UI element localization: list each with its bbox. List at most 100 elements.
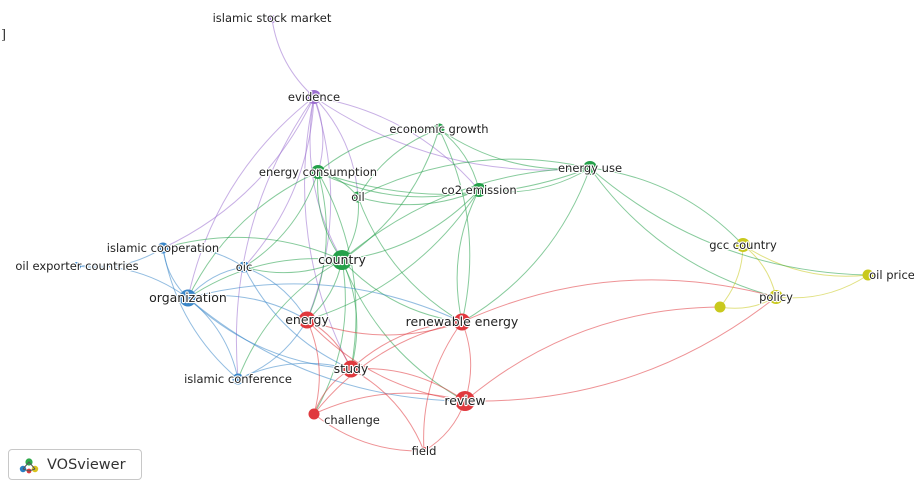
- node-evidence[interactable]: [307, 90, 321, 104]
- label-islamic-stock-market: islamic stock market: [213, 11, 332, 25]
- link-gcc-country-oil-price: [742, 244, 869, 277]
- node-policy[interactable]: [769, 290, 783, 304]
- link-organization-renewable-energy: [187, 283, 463, 323]
- link-oil-co2-emission: [357, 189, 480, 206]
- link-economic-growth-energy-consumption: [317, 128, 440, 173]
- link-country-review: [341, 259, 466, 402]
- node-renewable-energy[interactable]: [453, 313, 471, 331]
- label-oic: oic: [236, 260, 253, 274]
- link-energy-use-oil-price: [589, 167, 869, 276]
- node-energy[interactable]: [298, 311, 316, 329]
- link-renewable-energy-challenge: [313, 321, 463, 415]
- edge-layer: [76, 18, 869, 452]
- link-evidence-study: [304, 96, 352, 370]
- node-oil-exporter-countries[interactable]: [73, 262, 81, 270]
- label-challenge: challenge: [324, 413, 380, 427]
- label-evidence: evidence: [288, 90, 340, 104]
- link-organization-islamic-conference: [187, 297, 239, 380]
- link-oil-exporter-countries-organization: [76, 265, 189, 299]
- label-country: country: [318, 252, 366, 267]
- node-country[interactable]: [332, 250, 352, 270]
- node-islamic-cooperation[interactable]: [157, 242, 169, 254]
- link-organization-review: [187, 297, 466, 402]
- node-gcc-country[interactable]: [736, 238, 750, 252]
- node-field[interactable]: [420, 447, 428, 455]
- link-energy-consumption-energy-use: [317, 167, 591, 196]
- node-co2-emission[interactable]: [472, 183, 486, 197]
- label-policy: policy: [759, 290, 793, 304]
- link-challenge-field: [313, 413, 425, 452]
- link-organization-energy: [187, 294, 308, 321]
- link-islamic-conference-energy: [237, 319, 308, 380]
- node-islamic-conference[interactable]: [232, 373, 244, 385]
- link-energy-consumption-co2-emission: [317, 171, 480, 198]
- node-energy-consumption[interactable]: [311, 165, 325, 179]
- vosviewer-brand-name: VOSviewer: [47, 456, 126, 473]
- link-co2-emission-energy: [306, 189, 480, 321]
- node-yellow-unlabeled[interactable]: [714, 301, 726, 313]
- link-study-field: [350, 368, 425, 452]
- link-energy-renewable-energy: [306, 319, 463, 336]
- link-islamic-stock-market-evidence: [271, 18, 315, 98]
- crop-mark: ]: [1, 28, 7, 43]
- vosviewer-logo-icon: [19, 457, 39, 473]
- link-economic-growth-oil: [357, 128, 440, 198]
- link-energy-consumption-oic: [243, 171, 319, 268]
- link-evidence-oic: [243, 96, 315, 268]
- label-layer: islamic stock market evidence economic gro…: [14, 10, 914, 459]
- node-islamic-stock-market[interactable]: [268, 15, 276, 23]
- link-energy-use-gcc-country: [589, 167, 744, 246]
- link-country-challenge: [313, 259, 346, 415]
- node-economic-growth[interactable]: [433, 123, 445, 135]
- node-challenge[interactable]: [308, 408, 320, 420]
- link-study-review: [350, 368, 466, 402]
- node-organization[interactable]: [179, 289, 197, 307]
- link-energy-review: [306, 319, 466, 402]
- link-islamic-cooperation-oic: [162, 246, 245, 268]
- link-oil-renewable-energy: [357, 196, 463, 323]
- link-energy-consumption-study: [317, 171, 357, 370]
- link-evidence-islamic-conference: [235, 96, 315, 380]
- node-oic[interactable]: [238, 261, 250, 273]
- link-country-renewable-energy: [341, 259, 463, 323]
- link-islamic-cooperation-oil-exporter-countries: [76, 247, 164, 268]
- link-renewable-energy-policy: [461, 279, 777, 323]
- node-study[interactable]: [342, 360, 360, 378]
- link-country-islamic-cooperation: [162, 236, 343, 261]
- node-review[interactable]: [455, 391, 475, 411]
- link-co2-emission-renewable-energy: [456, 189, 480, 323]
- label-energy-use: energy use: [558, 161, 622, 175]
- link-renewable-energy-field: [423, 321, 463, 452]
- label-field: field: [412, 444, 437, 458]
- link-review-policy: [464, 296, 777, 402]
- label-organization: organization: [149, 290, 227, 305]
- node-oil[interactable]: [352, 191, 364, 203]
- label-oil-exporter-countries: oil exporter countries: [15, 259, 138, 273]
- link-energy-consumption-energy: [306, 171, 327, 321]
- label-gcc-country: gcc country: [709, 238, 777, 252]
- link-co2-emission-energy-use: [478, 167, 591, 193]
- link-evidence-co2-emission: [313, 96, 480, 191]
- label-co2-emission: co2 emission: [441, 183, 516, 197]
- label-energy-consumption: energy consumption: [259, 165, 377, 179]
- link-review-challenge: [313, 392, 466, 415]
- label-islamic-cooperation: islamic cooperation: [107, 241, 219, 255]
- link-renewable-energy-review: [461, 321, 472, 402]
- label-oil: oil: [351, 190, 364, 204]
- link-policy-oil-price: [775, 274, 869, 299]
- link-organization-study: [187, 297, 352, 370]
- label-economic-growth: economic growth: [389, 122, 488, 136]
- node-energy-use[interactable]: [583, 161, 597, 175]
- link-renewable-energy-study: [350, 321, 463, 370]
- link-gcc-country-yellow-unlabeled: [719, 244, 744, 308]
- node-oil-price[interactable]: [862, 269, 874, 281]
- link-oic-study: [243, 266, 352, 370]
- link-country-organization: [187, 258, 343, 299]
- link-evidence-energy-consumption: [313, 96, 324, 173]
- link-oic-energy: [243, 266, 308, 321]
- link-energy-use-policy: [589, 167, 777, 298]
- link-evidence-islamic-cooperation: [162, 96, 315, 249]
- node-layer: [73, 15, 874, 455]
- link-economic-growth-country: [341, 128, 440, 261]
